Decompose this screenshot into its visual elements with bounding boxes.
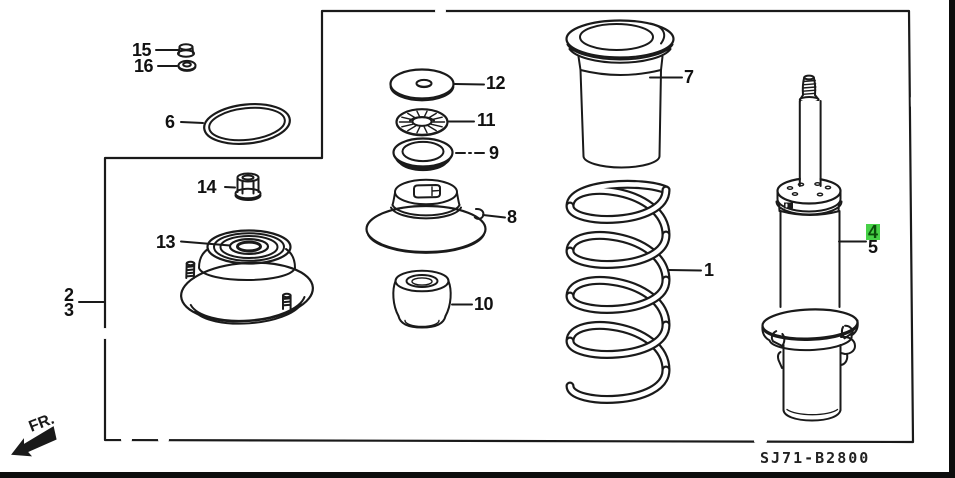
callout-12[interactable]: 12 [486,73,506,93]
mount-stud-left [185,260,196,279]
page-edge-bar-right [949,0,955,478]
part-9-seal-ring [392,137,454,172]
callout-14[interactable]: 14 [197,177,217,197]
part-8-spring-mount [365,178,487,254]
callout-15[interactable]: 15 [132,40,152,60]
part-1-coil-spring [565,179,671,404]
strut-body [779,210,841,308]
part-14-nut [234,172,262,201]
callout-9[interactable]: 9 [489,143,499,163]
callout-10[interactable]: 10 [474,294,494,314]
front-direction-indicator: FR. [11,411,57,457]
part-12-mount-washer [389,68,455,102]
part-7-dust-cover [565,19,675,169]
callout-5[interactable]: 5 [868,237,878,257]
strut-spring-seat [761,308,859,352]
callout-7[interactable]: 7 [684,67,694,87]
part-11-bearing [395,108,449,137]
leader-lines [78,49,867,306]
diagram-border [103,9,915,444]
callout-1[interactable]: 1 [704,260,714,280]
part-13-strut-mount [180,229,314,325]
callout-2[interactable]: 2 [64,285,74,305]
part-10-bump-stopper [392,269,452,329]
part-15-nut [177,43,195,58]
strut-threaded-rod [798,74,820,104]
callout-6[interactable]: 6 [165,112,175,132]
callout-4-highlighted[interactable]: 4 [866,222,880,242]
mount-stud-right [282,292,292,310]
callout-11[interactable]: 11 [477,110,496,130]
strut-lower-tube [777,335,856,422]
part-6-o-ring [203,102,291,146]
page-edge-bar-bottom [0,472,955,478]
diagram-code: SJ71-B2800 [760,449,871,467]
callout-13[interactable]: 13 [156,232,176,252]
callout-3[interactable]: 3 [64,300,74,320]
part-16-washer [177,59,197,72]
part-4-5-shock-absorber [761,74,859,422]
callout-8[interactable]: 8 [507,207,517,227]
callout-16[interactable]: 16 [134,56,154,76]
